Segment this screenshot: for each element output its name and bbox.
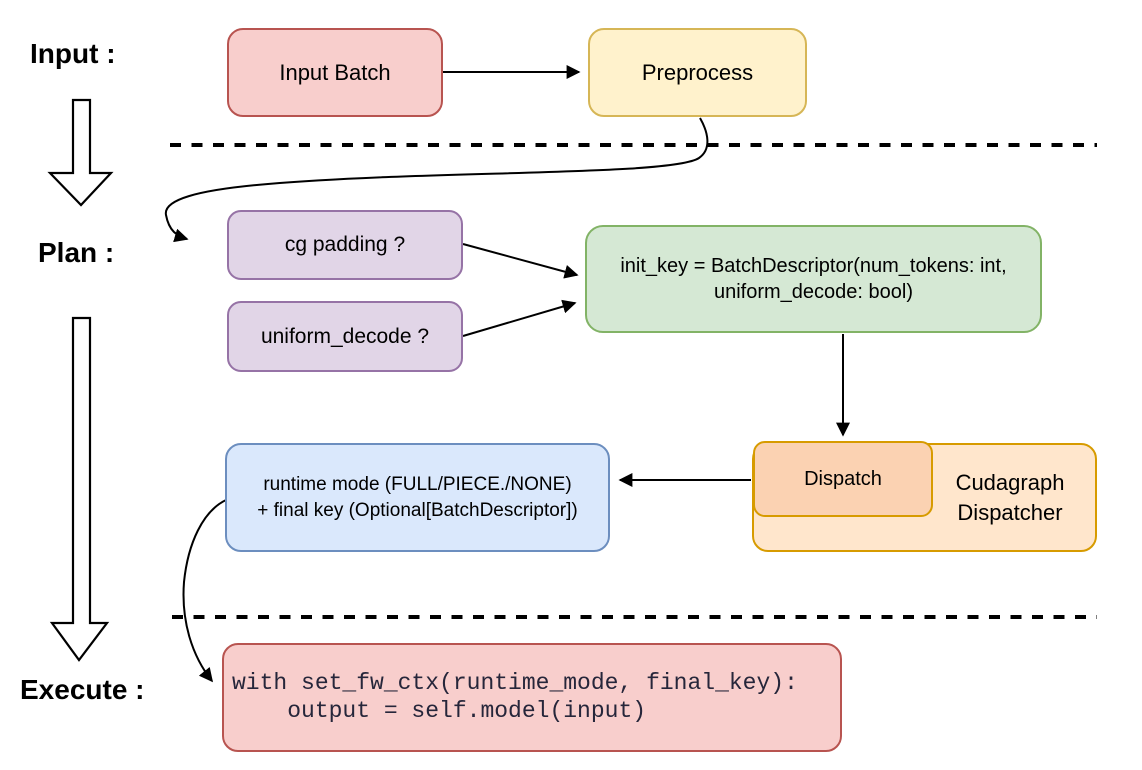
cudagraph-dispatcher-line1: Cudagraph [955, 470, 1065, 496]
input-stage-label: Input : [30, 38, 116, 69]
arrow-cgpadding-to-initkey [462, 243, 579, 279]
runtime-mode-line1: runtime mode (FULL/PIECE./NONE) [263, 474, 572, 496]
uniform-decode-label: uniform_decode ? [260, 324, 430, 348]
runtime-mode-line2: + final key (Optional[BatchDescriptor]) [257, 499, 578, 521]
input-batch-node: Input Batch [227, 28, 443, 117]
stage-arrow-input-to-plan-icon [47, 98, 114, 207]
cg-padding-label: cg padding ? [284, 233, 406, 257]
plan-stage-label: Plan : [38, 237, 115, 268]
execute-stage-label: Execute : [20, 674, 145, 705]
preprocess-node: Preprocess [588, 28, 807, 117]
input-batch-label: Input Batch [279, 59, 391, 85]
init-key-node: init_key = BatchDescriptor(num_tokens: i… [585, 225, 1042, 333]
arrow-runtimemode-to-execute [182, 499, 227, 683]
runtime-mode-node: runtime mode (FULL/PIECE./NONE) + final … [225, 443, 610, 552]
cg-padding-node: cg padding ? [227, 210, 463, 280]
arrow-uniformdecode-to-initkey [462, 299, 577, 337]
stage-arrow-plan-to-execute-icon [49, 316, 110, 662]
init-key-line2: uniform_decode: bool) [713, 281, 913, 303]
preprocess-label: Preprocess [641, 59, 754, 85]
execute-code-node: with set_fw_ctx(runtime_mode, final_key)… [222, 643, 842, 752]
dispatch-label: Dispatch [804, 467, 882, 490]
execute-code-line1: with set_fw_ctx(runtime_mode, final_key)… [232, 670, 798, 697]
init-key-line1: init_key = BatchDescriptor(num_tokens: i… [620, 254, 1007, 277]
cudagraph-dispatcher-line2: Dispatcher [957, 499, 1063, 525]
uniform-decode-node: uniform_decode ? [227, 301, 463, 372]
execute-code-line2: output = self.model(input) [232, 697, 647, 724]
dispatch-node: Dispatch [753, 441, 933, 517]
